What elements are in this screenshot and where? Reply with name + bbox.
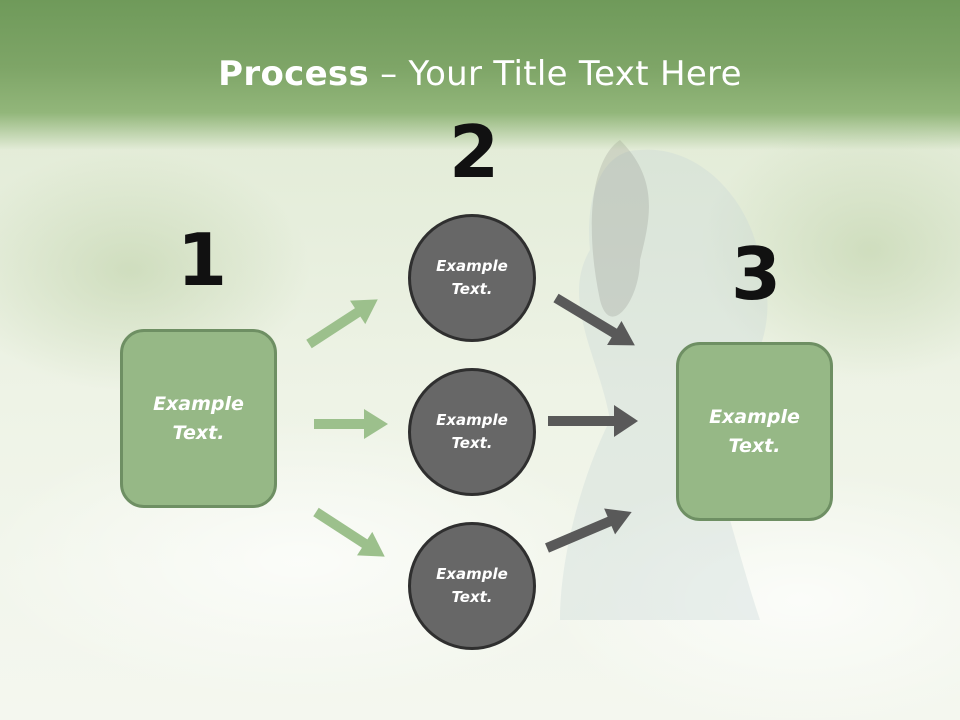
title-bold: Process	[218, 54, 370, 94]
right-box-text: Example Text.	[709, 405, 800, 457]
left-box-text: Example Text.	[153, 392, 244, 444]
circle-3: Example Text.	[408, 522, 536, 650]
header-band	[0, 0, 960, 150]
step-number-1: 1	[177, 218, 228, 302]
green-arrows	[306, 299, 388, 557]
step-number-2: 2	[449, 110, 500, 194]
step-number-3: 3	[731, 232, 782, 316]
title-rest: – Your Title Text Here	[369, 54, 742, 94]
circle-2: Example Text.	[408, 368, 536, 496]
circle-3-text: Example Text.	[436, 565, 508, 606]
arrow-down-right-gray	[553, 293, 635, 346]
arrow-right-gray	[548, 405, 638, 437]
right-box: Example Text.	[676, 342, 833, 521]
gray-arrows	[545, 293, 638, 553]
slide-title: Process – Your Title Text Here	[0, 52, 960, 96]
arrow-up-right-gray	[545, 508, 632, 553]
left-box: Example Text.	[120, 329, 277, 508]
arrow-down-right	[313, 507, 385, 557]
circle-1: Example Text.	[408, 214, 536, 342]
arrow-right-green	[314, 409, 388, 439]
circle-2-text: Example Text.	[436, 411, 508, 452]
arrow-up-right	[306, 299, 378, 349]
circle-1-text: Example Text.	[436, 257, 508, 298]
